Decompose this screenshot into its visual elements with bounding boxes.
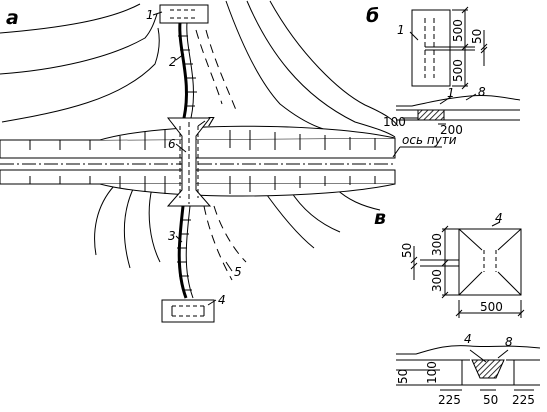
panel-v-detail <box>396 221 541 391</box>
contour-lines-right <box>225 0 399 249</box>
v-section-ground <box>396 345 541 355</box>
v-dim-50-bottom: 50 <box>483 393 498 407</box>
callout-3: 3 <box>168 229 176 243</box>
track-axis-label: ось пути <box>402 133 457 147</box>
b-dim-200: 200 <box>440 123 463 137</box>
callout-2: 2 <box>169 55 177 69</box>
v-dim-50-section: 50 <box>396 369 410 384</box>
v-dim-100: 100 <box>425 361 439 384</box>
callout-7: 7 <box>207 115 215 129</box>
upper-drain-trough <box>178 21 197 119</box>
b-well-plan <box>411 9 451 87</box>
panel-a-labels: а 1 2 6 7 3 5 4 ось пути <box>6 7 457 307</box>
callout-4-v: 4 <box>495 211 503 225</box>
callout-1-b-section: 1 <box>447 86 455 100</box>
v-dim-225-right: 225 <box>512 393 535 407</box>
lower-trough-joints <box>177 219 192 291</box>
callout-1-a: 1 <box>146 8 154 22</box>
lower-well <box>161 299 215 323</box>
b-section-hatch <box>417 109 445 121</box>
panel-a-leaders <box>152 11 442 306</box>
b-dim-500-bottom: 500 <box>451 59 465 82</box>
callout-1-b: 1 <box>397 23 405 37</box>
callout-5: 5 <box>234 265 242 279</box>
ditch-lines <box>195 29 247 281</box>
panel-v-labels: в 4 300 300 50 500 4 8 50 100 225 50 225 <box>374 207 535 407</box>
b-dim-100: 100 <box>383 115 406 129</box>
upper-trough-joints <box>178 35 197 107</box>
contour-lines-left <box>0 3 161 269</box>
v-dim-225-left: 225 <box>438 393 461 407</box>
v-well-plan <box>458 228 522 296</box>
callout-4-a: 4 <box>218 293 226 307</box>
panel-b-detail <box>396 6 521 125</box>
panel-a-plan <box>0 0 442 323</box>
b-dim-50: 50 <box>470 29 484 44</box>
v-dim-300-bottom: 300 <box>430 269 444 292</box>
panel-v-letter: в <box>374 207 386 229</box>
panel-b-labels: б 1 500 500 50 1 8 100 200 <box>366 5 486 137</box>
v-dim-50: 50 <box>400 243 414 258</box>
b-section-ground <box>396 95 521 107</box>
upper-well <box>159 4 209 24</box>
v-section-hatch <box>471 359 505 379</box>
panel-b-letter: б <box>366 5 379 27</box>
callout-4-v-section: 4 <box>464 332 472 346</box>
lower-drain-trough <box>177 205 194 299</box>
lower-strip-slope-ticks <box>29 176 376 194</box>
callout-6: 6 <box>168 137 176 151</box>
v-dim-500: 500 <box>480 300 503 314</box>
upper-strip-slope-ticks <box>29 130 376 150</box>
v-dim-300-top: 300 <box>430 233 444 256</box>
callout-8-b: 8 <box>478 85 486 99</box>
b-dim-500-top: 500 <box>451 19 465 42</box>
callout-8-v: 8 <box>505 335 513 349</box>
culvert-crossing <box>166 117 212 207</box>
panel-a-letter: а <box>6 7 19 29</box>
